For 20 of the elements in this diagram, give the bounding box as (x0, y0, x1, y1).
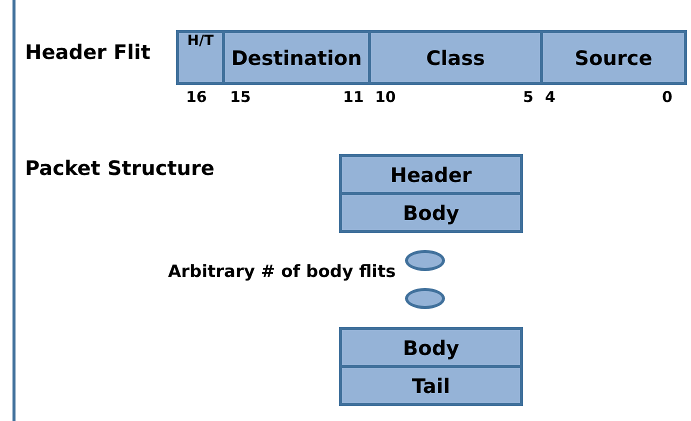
section-title: Header Flit (25, 40, 150, 64)
field-cell: Source (540, 30, 687, 85)
ellipsis-dot (405, 250, 445, 271)
bit-index: 4 (545, 88, 556, 106)
flit-box: Body (339, 327, 523, 368)
flit-box: Header (339, 154, 523, 195)
annotation-text: Arbitrary # of body flits (168, 262, 396, 282)
flit-box: Body (339, 192, 523, 233)
bit-index: 5 (523, 88, 534, 106)
bit-index: 16 (186, 88, 207, 106)
field-cell: H/T (176, 30, 225, 85)
bit-index: 10 (375, 88, 396, 106)
section-title: Packet Structure (25, 156, 214, 180)
field-cell: Class (368, 30, 543, 85)
bit-index: 15 (230, 88, 251, 106)
bit-index: 0 (662, 88, 672, 106)
flit-box: Tail (339, 365, 523, 406)
bit-index: 11 (343, 88, 364, 106)
field-cell: Destination (222, 30, 371, 85)
ellipsis-dot (405, 288, 445, 309)
